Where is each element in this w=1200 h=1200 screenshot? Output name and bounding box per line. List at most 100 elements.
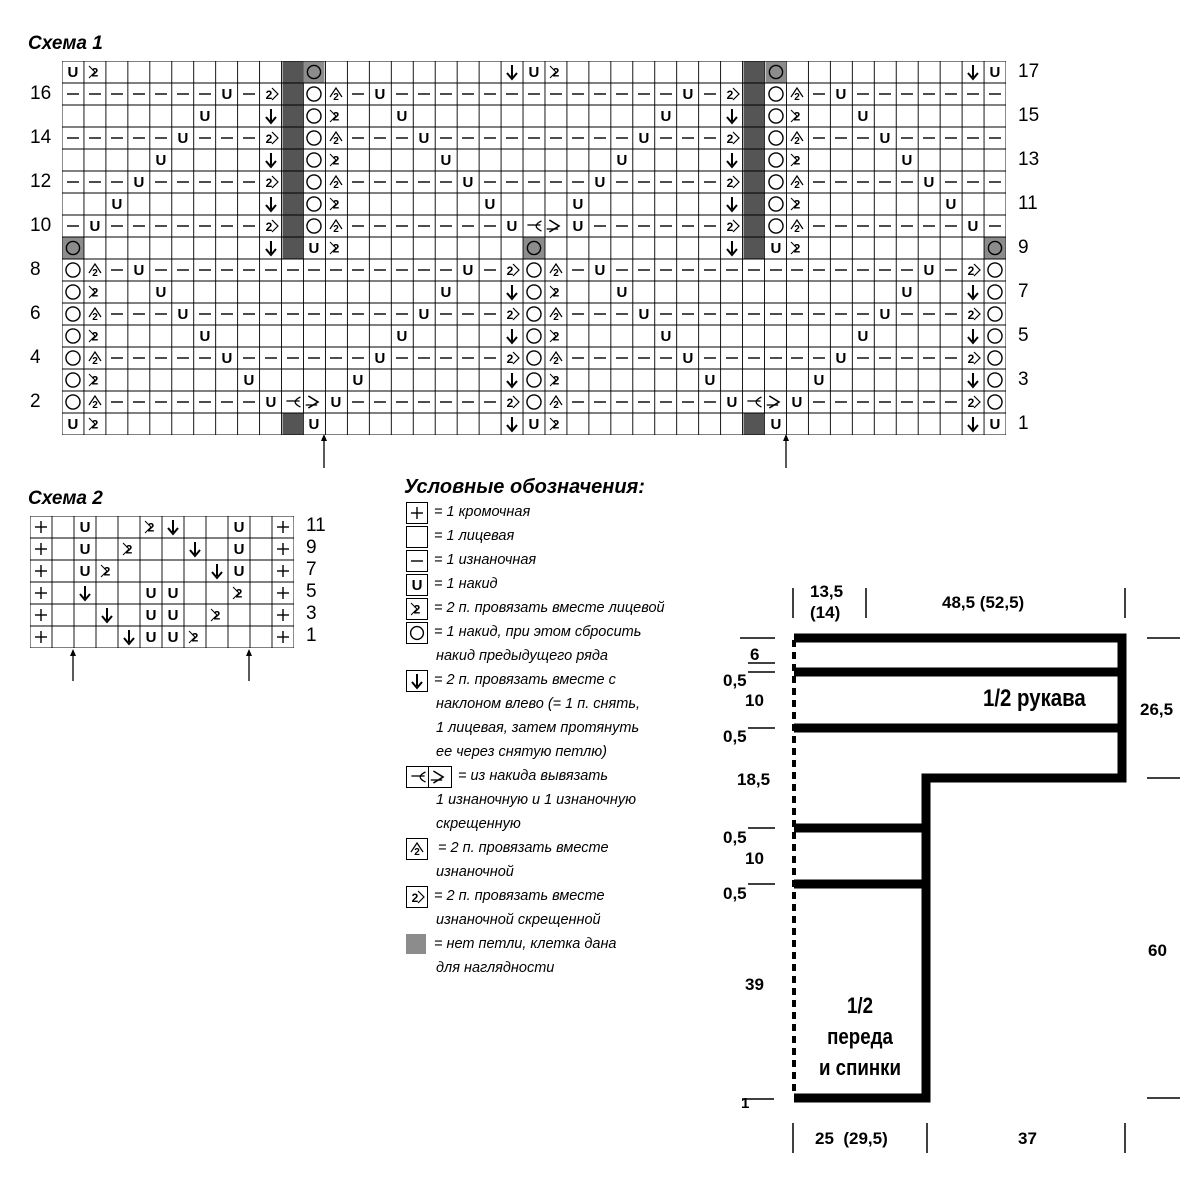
svg-text:U: U (146, 607, 157, 624)
dash-icon (391, 215, 413, 237)
arrow-down-icon (962, 61, 984, 83)
dash-icon (721, 259, 743, 281)
yarn-over-icon: U (172, 303, 194, 325)
k2tog-icon: 2 (786, 105, 808, 127)
svg-text:U: U (309, 240, 320, 257)
svg-text:2: 2 (553, 312, 559, 323)
dash-icon (677, 303, 699, 325)
dark-square-icon (743, 215, 765, 237)
legend-text: = 1 изнаночная (434, 552, 537, 568)
dash-icon (589, 127, 611, 149)
row-number: 16 (30, 83, 52, 104)
yarn-over-icon: U (303, 413, 325, 435)
k2tog-icon: 2 (84, 281, 106, 303)
yarn-over-icon: U (633, 127, 655, 149)
svg-text:2: 2 (92, 268, 98, 279)
dash-icon (699, 347, 721, 369)
dash-icon (940, 83, 962, 105)
circle-icon (765, 215, 787, 237)
legend-text: 1 лицевая, затем протянуть (436, 720, 640, 736)
dash-icon (611, 259, 633, 281)
yarn-over-icon: U (128, 171, 150, 193)
svg-text:U: U (199, 108, 210, 125)
dash-icon (413, 83, 435, 105)
dash-icon (633, 391, 655, 413)
svg-text:U: U (616, 152, 627, 169)
dash-icon (852, 127, 874, 149)
dash-icon (523, 83, 545, 105)
dash-icon (852, 215, 874, 237)
dash-icon (611, 171, 633, 193)
dash-icon (457, 127, 479, 149)
legend-text: = 2 п. провязать вместе (434, 888, 605, 904)
dash-icon (896, 127, 918, 149)
yarn-over-icon: U (567, 215, 589, 237)
dash-icon (479, 259, 501, 281)
svg-text:U: U (221, 86, 232, 103)
dash-icon (852, 83, 874, 105)
dash-icon (369, 259, 391, 281)
dash-icon (391, 83, 413, 105)
svg-text:2: 2 (968, 396, 975, 410)
dash-icon (369, 215, 391, 237)
k2tog-icon: 2 (325, 193, 347, 215)
dash-icon (347, 259, 369, 281)
dash-icon (435, 127, 457, 149)
p2tog-tbl-icon: 2 (962, 347, 984, 369)
dash-icon (743, 259, 765, 281)
svg-text:2: 2 (92, 312, 98, 323)
dash-icon (699, 215, 721, 237)
svg-text:U: U (419, 130, 430, 147)
dash-icon (852, 303, 874, 325)
circle-icon (523, 259, 545, 281)
svg-text:U: U (660, 108, 671, 125)
yarn-over-icon: U (655, 105, 677, 127)
arrow-down-icon (962, 325, 984, 347)
yarn-over-icon: U (74, 538, 96, 560)
dash-icon (501, 171, 523, 193)
dash-icon (699, 127, 721, 149)
dash-icon (896, 171, 918, 193)
legend-text: = нет петли, клетка дана (434, 936, 617, 952)
svg-text:2: 2 (414, 847, 420, 858)
dash-icon (106, 259, 128, 281)
circle-icon (523, 303, 545, 325)
row-number: 1 (1018, 413, 1029, 434)
dash-icon (303, 259, 325, 281)
dash-icon (369, 127, 391, 149)
dash-icon (238, 171, 260, 193)
dash-icon (611, 215, 633, 237)
yarn-over-icon: U (303, 237, 325, 259)
svg-text:2: 2 (334, 224, 340, 235)
legend-text: скрещенную (436, 816, 521, 832)
p2tog-icon: 2 (545, 303, 567, 325)
p2tog-icon: 2 (84, 303, 106, 325)
svg-text:U: U (704, 372, 715, 389)
dark-square-icon (743, 61, 765, 83)
dash-icon (545, 83, 567, 105)
dash-icon (655, 259, 677, 281)
circle-icon (62, 325, 84, 347)
svg-text:U: U (660, 328, 671, 345)
svg-text:U: U (880, 306, 891, 323)
yarn-over-icon: U (369, 83, 391, 105)
dash-icon (150, 259, 172, 281)
plus-icon (272, 516, 294, 538)
circle-icon (984, 347, 1006, 369)
svg-text:U: U (221, 350, 232, 367)
circle-icon (984, 303, 1006, 325)
dash-icon (940, 259, 962, 281)
svg-text:U: U (858, 108, 869, 125)
dash-icon (479, 127, 501, 149)
dash-icon (765, 303, 787, 325)
legend-text: = 2 п. провязать вместе лицевой (434, 600, 665, 616)
p2tog-tbl-icon: 2 (962, 391, 984, 413)
legend-text: = 1 кромочная (434, 504, 531, 520)
dash-icon (347, 391, 369, 413)
svg-text:U: U (177, 306, 188, 323)
svg-text:U: U (836, 86, 847, 103)
dash-icon (896, 347, 918, 369)
yarn-over-icon: U (62, 413, 84, 435)
scheme2-repeat-arrows (70, 649, 252, 681)
scheme2-title: Схема 2 (28, 488, 103, 509)
